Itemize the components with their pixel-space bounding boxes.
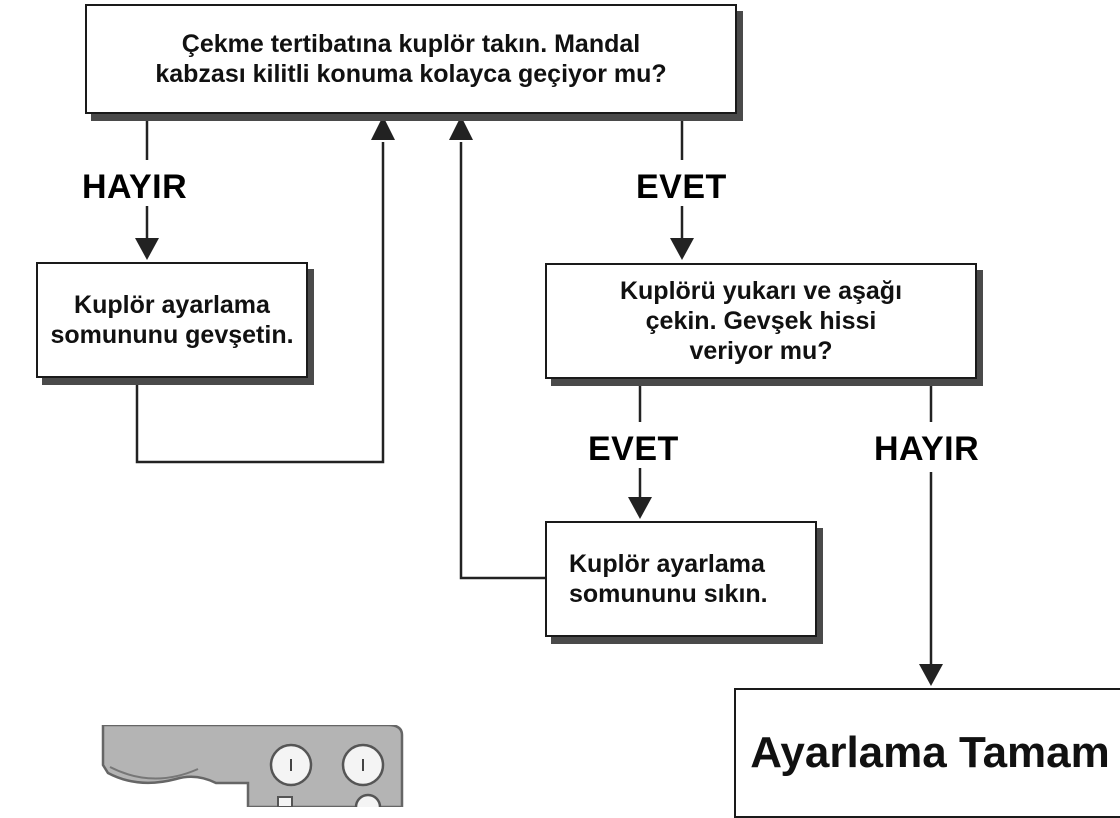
loosen-line-1: Kuplör ayarlama bbox=[74, 291, 270, 319]
done-box: Ayarlama Tamam bbox=[734, 688, 1120, 818]
arrowhead-to-loosen bbox=[135, 238, 159, 260]
loosen-line-2: somununu gevşetin. bbox=[50, 321, 294, 349]
question-2-line-1: Kuplörü yukarı ve aşağı bbox=[619, 277, 903, 305]
label-no-2: HAYIR bbox=[874, 430, 980, 468]
tighten-line-1: Kuplör ayarlama bbox=[569, 550, 765, 578]
arrowhead-to-tighten bbox=[628, 497, 652, 519]
label-yes-2: EVET bbox=[588, 430, 679, 468]
coupler-part-icon bbox=[101, 725, 404, 807]
tighten-line-2: somununu sıkın. bbox=[569, 580, 768, 608]
tighten-nut-box: Kuplör ayarlama somununu sıkın. bbox=[545, 521, 817, 637]
arrowhead-loop-2 bbox=[449, 116, 473, 140]
edge-loosen-loop bbox=[135, 142, 385, 464]
question-1-line-1: Çekme tertibatına kuplör takın. Mandal bbox=[181, 30, 641, 58]
label-no-1: HAYIR bbox=[82, 168, 188, 206]
question-box-1: Çekme tertibatına kuplör takın. Mandal k… bbox=[85, 4, 737, 114]
label-yes-1: EVET bbox=[636, 168, 727, 206]
question-box-2: Kuplörü yukarı ve aşağı çekin. Gevşek hi… bbox=[545, 263, 977, 379]
edge-tighten-loop bbox=[459, 142, 545, 580]
arrowhead-loop-1 bbox=[371, 116, 395, 140]
loosen-nut-box: Kuplör ayarlama somununu gevşetin. bbox=[36, 262, 308, 378]
arrowhead-to-done bbox=[919, 664, 943, 686]
question-2-line-2: çekin. Gevşek hissi bbox=[645, 307, 877, 335]
arrowhead-to-q2 bbox=[670, 238, 694, 260]
question-2-line-3: veriyor mu? bbox=[689, 337, 833, 365]
question-1-line-2: kabzası kilitli konuma kolayca geçiyor m… bbox=[155, 60, 667, 88]
done-text: Ayarlama Tamam bbox=[750, 728, 1110, 777]
